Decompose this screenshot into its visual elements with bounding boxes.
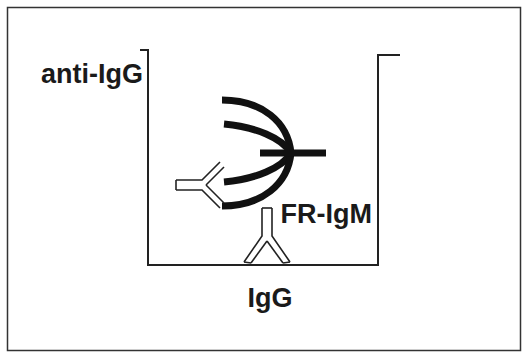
bracket [140,50,400,265]
antibody-label: IgG [248,284,293,314]
anti-igg-antibody [176,162,224,208]
frame [8,8,521,351]
igm-symbol [222,100,326,206]
antibody-label: anti-IgG [41,60,143,90]
antibody-label: FR-IgM [281,200,372,230]
